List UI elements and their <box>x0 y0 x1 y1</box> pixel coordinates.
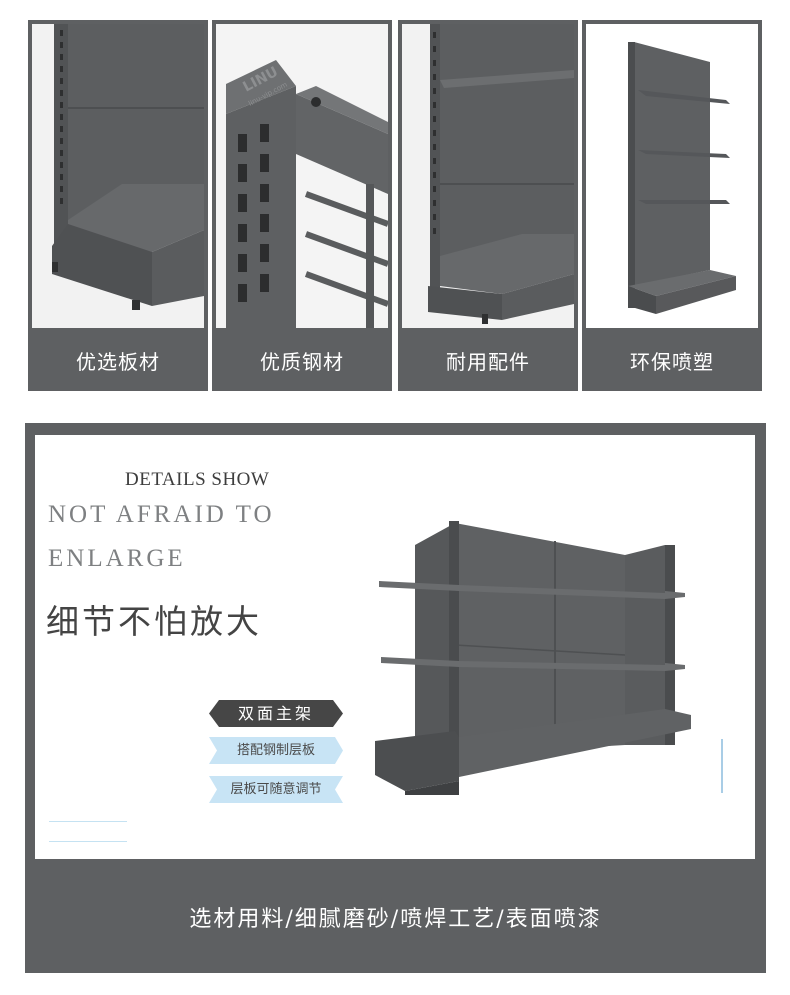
single-shelf-unit-photo <box>586 24 758 328</box>
decorative-line <box>49 841 127 842</box>
tag-steel-shelves: 搭配钢制层板 <box>209 737 343 764</box>
tile-caption: 耐用配件 <box>446 350 530 374</box>
shelf-end-closeup-photo <box>32 24 204 328</box>
tile-caption: 优选板材 <box>76 350 160 374</box>
tag-adjustable-shelves: 层板可随意调节 <box>209 776 343 803</box>
tile-caption: 优质钢材 <box>260 350 344 374</box>
feature-tile-board: 优选板材 <box>28 20 208 391</box>
feature-tile-coating: 环保喷塑 <box>582 20 762 391</box>
decorative-line <box>49 821 127 822</box>
detail-heading-line1: NOT AFRAID TO <box>48 501 275 528</box>
shelf-bracket-closeup-photo <box>402 24 574 328</box>
detail-panel: DETAILS SHOW NOT AFRAID TO ENLARGE 细节不怕放… <box>35 435 755 859</box>
detail-bottom-text: 选材用料/细腻磨砂/喷焊工艺/表面喷漆 <box>189 907 602 932</box>
double-sided-shelf-photo <box>375 521 691 795</box>
feature-tile-steel: LINU linu-vip.com 优质钢材 <box>212 20 392 391</box>
steel-upright-closeup-photo: LINU linu-vip.com <box>216 24 388 328</box>
tile-caption: 环保喷塑 <box>630 350 714 374</box>
feature-tile-accessories: 耐用配件 <box>398 20 578 391</box>
tag-double-sided: 双面主架 <box>209 700 343 727</box>
detail-heading-line2: ENLARGE <box>48 545 186 572</box>
decorative-line <box>721 739 723 793</box>
detail-section: DETAILS SHOW NOT AFRAID TO ENLARGE 细节不怕放… <box>25 423 766 973</box>
detail-heading-cn: 细节不怕放大 <box>46 602 262 641</box>
details-show-label: DETAILS SHOW <box>125 469 270 490</box>
